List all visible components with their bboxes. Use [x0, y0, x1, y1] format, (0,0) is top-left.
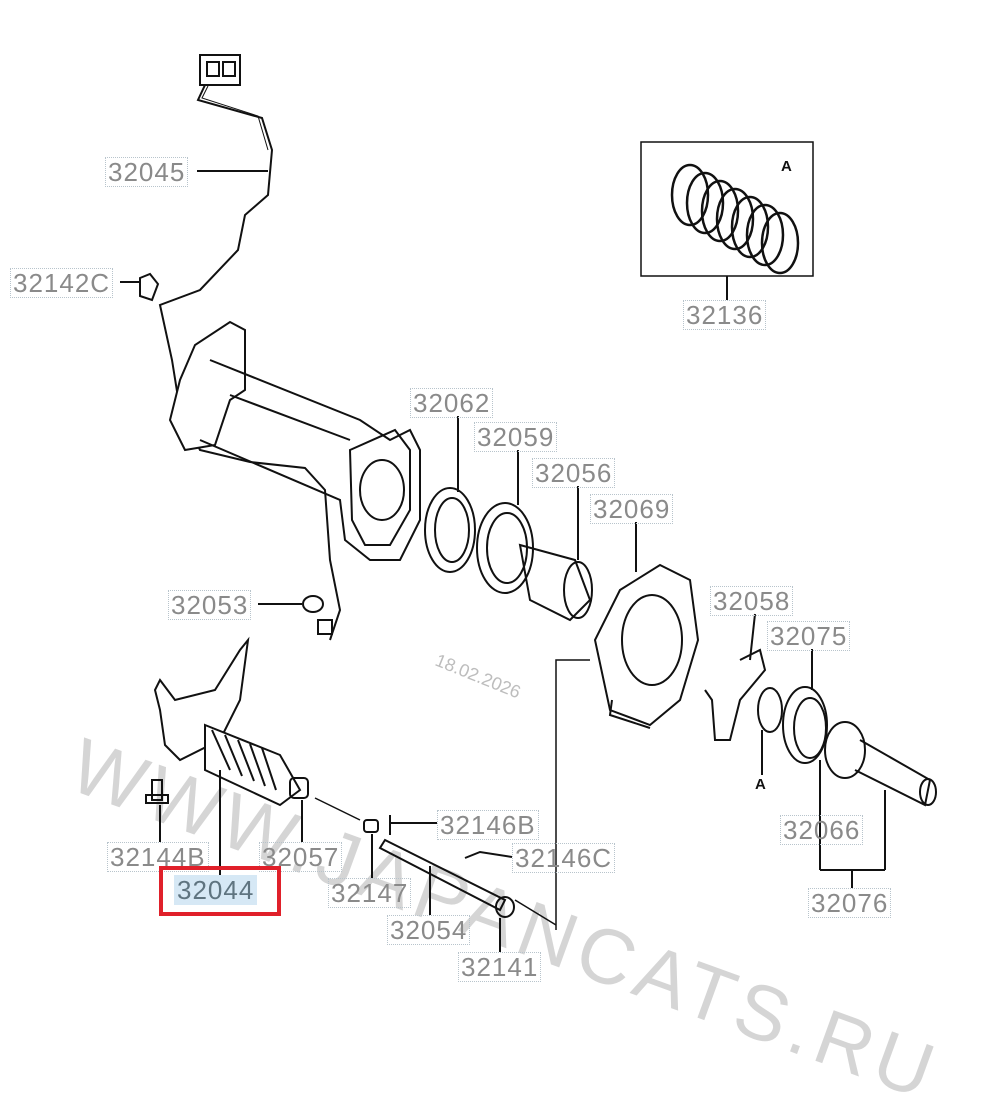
shift-lever-32044 — [153, 636, 302, 807]
oil-seal-32062 — [424, 487, 476, 573]
clip — [139, 272, 160, 302]
part-label-32146c[interactable]: 32146C — [512, 843, 616, 873]
part-label-32054[interactable]: 32054 — [387, 915, 471, 945]
part-label-32066[interactable]: 32066 — [780, 815, 864, 845]
sleeve-32056 — [518, 543, 593, 622]
output-shaft — [824, 721, 937, 807]
bearing-32059 — [476, 502, 534, 594]
detail-marker-a-ref: A — [755, 776, 766, 793]
spring-32136 — [670, 163, 800, 275]
part-label-32059[interactable]: 32059 — [474, 422, 558, 452]
bolt-32144B — [145, 779, 169, 804]
washer-32053 — [302, 595, 324, 613]
nut-32141 — [495, 896, 515, 918]
part-label-32141[interactable]: 32141 — [458, 952, 542, 982]
plug — [317, 619, 333, 635]
bearing-32075 — [782, 686, 828, 764]
part-label-32075[interactable]: 32075 — [767, 621, 851, 651]
part-label-32142c[interactable]: 32142C — [10, 268, 114, 298]
washer — [757, 687, 783, 733]
pin-32147 — [363, 819, 379, 833]
detail-marker-a: A — [781, 158, 792, 175]
part-label-32058[interactable]: 32058 — [710, 586, 794, 616]
case-32069 — [593, 563, 700, 729]
part-label-32045[interactable]: 32045 — [105, 157, 189, 187]
rod-32054 — [378, 838, 507, 912]
wiring-harness — [158, 54, 342, 641]
part-label-32056[interactable]: 32056 — [532, 458, 616, 488]
part-label-32147[interactable]: 32147 — [328, 878, 412, 908]
part-label-32136[interactable]: 32136 — [683, 300, 767, 330]
part-label-32146b[interactable]: 32146B — [437, 810, 539, 840]
part-label-32076[interactable]: 32076 — [808, 888, 892, 918]
shift-fork-32058 — [704, 648, 767, 741]
selected-part-highlight — [159, 866, 281, 916]
parts-drawing — [120, 54, 937, 952]
transfer-housing — [168, 320, 421, 561]
part-label-32044[interactable]: 32044 — [174, 875, 258, 905]
part-label-32053[interactable]: 32053 — [168, 590, 252, 620]
part-label-32062[interactable]: 32062 — [410, 388, 494, 418]
bushing-32057 — [289, 777, 309, 799]
part-label-32069[interactable]: 32069 — [590, 494, 674, 524]
